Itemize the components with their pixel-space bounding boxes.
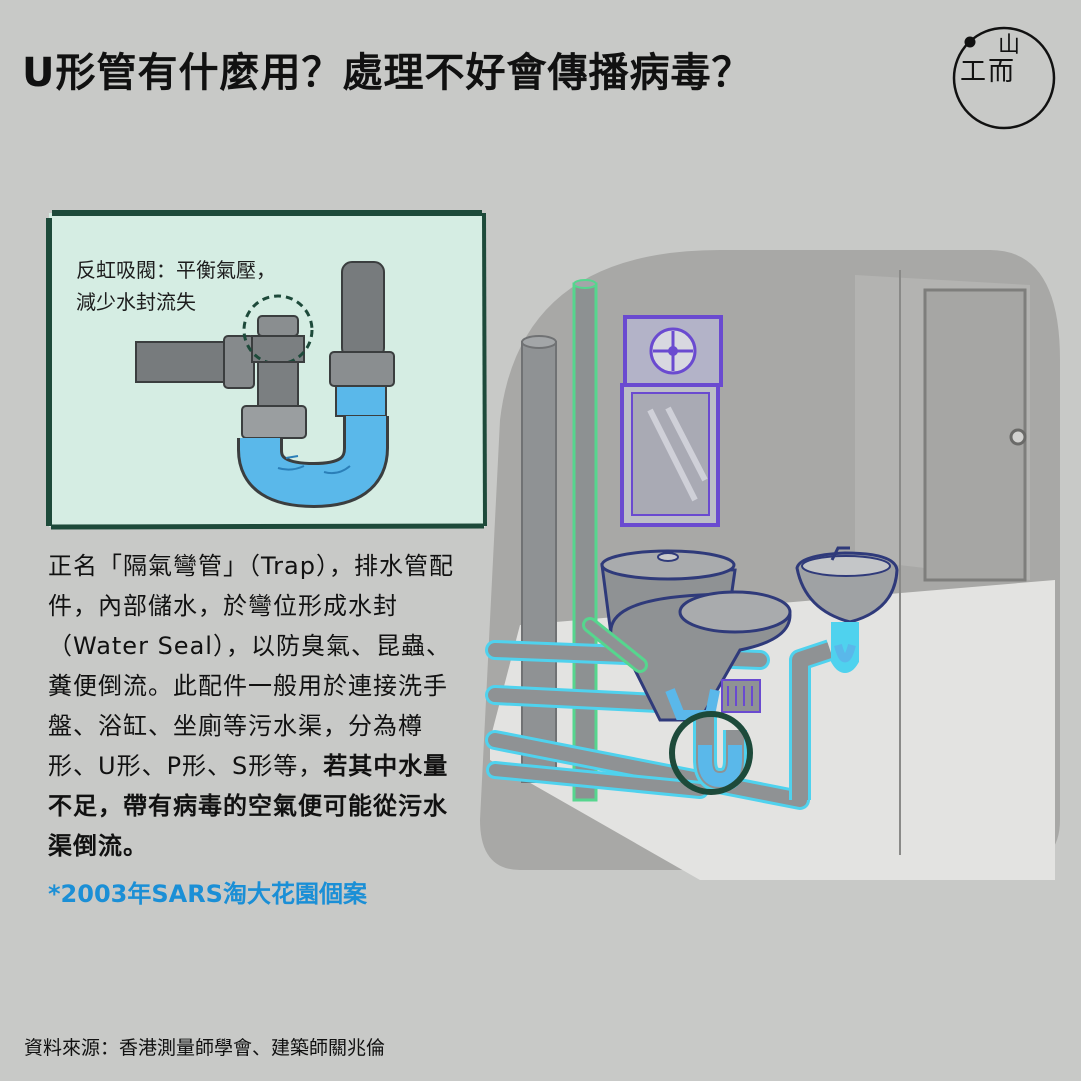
description-bold: 若其中水量不足，帶有病毒的空氣便可能從污水渠倒流。 <box>48 752 449 860</box>
description-plain: 正名「隔氣彎管」（Trap），排水管配件，內部儲水，於彎位形成水封（Water … <box>48 552 454 780</box>
inset-label-line1: 反虹吸閥：平衡氣壓， <box>76 258 276 282</box>
page-title: U形管有什麼用？處理不好會傳播病毒？ <box>22 50 753 96</box>
case-note: *2003年SARS淘大花園個案 <box>48 880 367 908</box>
inset-label: 反虹吸閥：平衡氣壓， 減少水封流失 <box>76 254 276 318</box>
trap-detail-inset <box>46 210 487 530</box>
brand-logo: 山 工 而 <box>952 26 1056 130</box>
anti-siphon-valve <box>257 315 299 337</box>
source-credit: 資料來源：香港測量師學會、建築師關兆倫 <box>24 1037 386 1059</box>
wash-basin <box>795 546 899 624</box>
vent-pipe <box>572 282 598 802</box>
inset-label-line2: 減少水封流失 <box>76 290 196 314</box>
trap-highlight-circle <box>669 711 753 795</box>
logo-top-glyph: 山 <box>998 33 1020 58</box>
logo-left-glyph: 工 <box>960 57 986 87</box>
outlet-pipe <box>341 261 385 359</box>
toilet <box>600 549 792 722</box>
description-paragraph: 正名「隔氣彎管」（Trap），排水管配件，內部儲水，於彎位形成水封（Water … <box>48 546 468 866</box>
door-knob-icon <box>1009 428 1027 446</box>
door <box>923 288 1027 582</box>
logo-right-glyph: 而 <box>988 57 1014 87</box>
main-stack-pipe <box>521 341 557 783</box>
logo-dot-icon <box>964 36 976 48</box>
